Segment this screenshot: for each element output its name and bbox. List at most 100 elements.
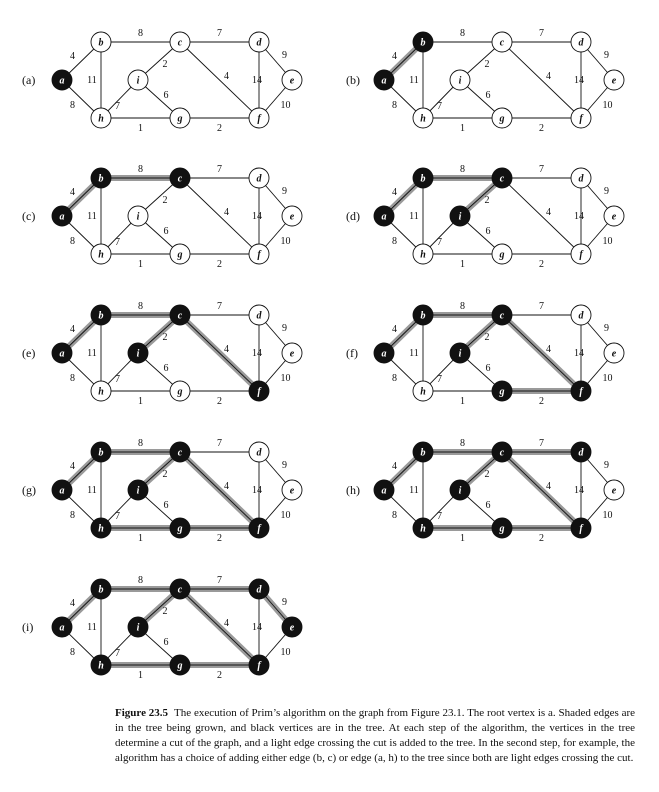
vertex-label-f: f	[257, 250, 262, 261]
vertex-label-d: d	[257, 311, 263, 322]
edge-weight-bc: 8	[460, 438, 465, 449]
vertex-label-g: g	[177, 661, 183, 672]
vertex-h	[412, 107, 434, 129]
vertex-i	[127, 205, 149, 227]
edge-weight-ab: 4	[392, 324, 397, 335]
vertex-label-d: d	[257, 174, 263, 185]
vertex-e	[281, 69, 303, 91]
vertex-f	[570, 517, 592, 539]
vertex-label-e: e	[612, 212, 617, 223]
vertex-label-d: d	[257, 38, 263, 49]
edge-weight-hi: 7	[437, 237, 442, 248]
vertex-label-d: d	[579, 174, 585, 185]
vertex-label-i: i	[137, 486, 140, 497]
edge-weight-ef: 10	[281, 373, 291, 384]
edge-weight-hi: 7	[115, 237, 120, 248]
edge-weight-bh: 11	[87, 348, 97, 359]
vertex-g	[169, 243, 191, 265]
edge-weight-bc: 8	[460, 301, 465, 312]
vertex-label-f: f	[579, 114, 584, 125]
vertex-a	[51, 342, 73, 364]
edge-weight-df: 14	[252, 211, 262, 222]
vertex-e	[603, 479, 625, 501]
vertex-i	[449, 69, 471, 91]
edge-weight-cf: 4	[224, 71, 229, 82]
edge-weight-cf: 4	[546, 207, 551, 218]
vertex-e	[603, 205, 625, 227]
edge-weight-df: 14	[252, 75, 262, 86]
vertex-label-e: e	[290, 212, 295, 223]
edge-weight-ic: 2	[485, 469, 490, 480]
vertex-label-d: d	[579, 448, 585, 459]
edge-weight-bh: 11	[409, 75, 419, 86]
vertex-label-g: g	[177, 250, 183, 261]
edge-cf	[179, 41, 260, 119]
edge-weight-gf: 2	[217, 259, 222, 270]
vertex-label-h: h	[98, 114, 104, 125]
edge-weight-gf: 2	[539, 123, 544, 134]
caption-text: The execution of Prim’s algorithm on the…	[115, 707, 635, 764]
vertex-d	[248, 167, 270, 189]
edge-weight-hg: 1	[138, 670, 143, 681]
vertex-label-b: b	[99, 585, 104, 596]
edge-weight-hg: 1	[460, 533, 465, 544]
edge-weight-de: 9	[604, 186, 609, 197]
edge-weight-ef: 10	[281, 647, 291, 658]
edge-cf	[501, 177, 582, 255]
edge-weight-bh: 11	[87, 622, 97, 633]
edge-weight-hi: 7	[115, 511, 120, 522]
vertex-label-a: a	[382, 76, 387, 87]
edge-weight-ef: 10	[603, 373, 613, 384]
vertex-g	[169, 107, 191, 129]
panel-label: (i)	[22, 620, 33, 634]
vertex-label-b: b	[99, 448, 104, 459]
edge-weight-ic: 2	[163, 332, 168, 343]
vertex-label-e: e	[290, 623, 295, 634]
edge-weight-ig: 6	[486, 363, 491, 374]
edge-weight-cd: 7	[539, 301, 544, 312]
edge-weight-hg: 1	[138, 533, 143, 544]
vertex-label-g: g	[177, 524, 183, 535]
figure-number: Figure 23.5	[115, 707, 169, 719]
vertex-label-e: e	[612, 76, 617, 87]
edge-weight-cf: 4	[224, 481, 229, 492]
edge-weight-ef: 10	[603, 236, 613, 247]
edge-weight-bc: 8	[460, 164, 465, 175]
edge-weight-ic: 2	[163, 469, 168, 480]
vertex-b	[90, 578, 112, 600]
edge-weight-df: 14	[252, 485, 262, 496]
edge-weight-ah: 8	[70, 100, 75, 111]
vertex-d	[570, 167, 592, 189]
vertex-label-g: g	[499, 524, 505, 535]
vertex-label-e: e	[612, 486, 617, 497]
vertex-b	[90, 167, 112, 189]
edge-weight-cd: 7	[539, 28, 544, 39]
vertex-label-h: h	[98, 387, 104, 398]
vertex-b	[90, 441, 112, 463]
edge-weight-ab: 4	[392, 187, 397, 198]
vertex-label-a: a	[382, 212, 387, 223]
vertex-label-e: e	[612, 349, 617, 360]
vertex-label-g: g	[177, 387, 183, 398]
vertex-label-f: f	[257, 387, 262, 398]
edge-weight-hi: 7	[115, 101, 120, 112]
edge-weight-bc: 8	[460, 28, 465, 39]
vertex-f	[248, 517, 270, 539]
edge-weight-de: 9	[604, 460, 609, 471]
edge-weight-bh: 11	[409, 211, 419, 222]
vertex-e	[603, 342, 625, 364]
vertex-f	[570, 243, 592, 265]
vertex-b	[412, 304, 434, 326]
edge-weight-de: 9	[282, 50, 287, 61]
edge-weight-bh: 11	[87, 211, 97, 222]
vertex-label-e: e	[290, 486, 295, 497]
edge-cf	[179, 314, 260, 392]
vertex-e	[281, 342, 303, 364]
vertex-label-b: b	[421, 38, 426, 49]
edge-weight-hg: 1	[138, 123, 143, 134]
